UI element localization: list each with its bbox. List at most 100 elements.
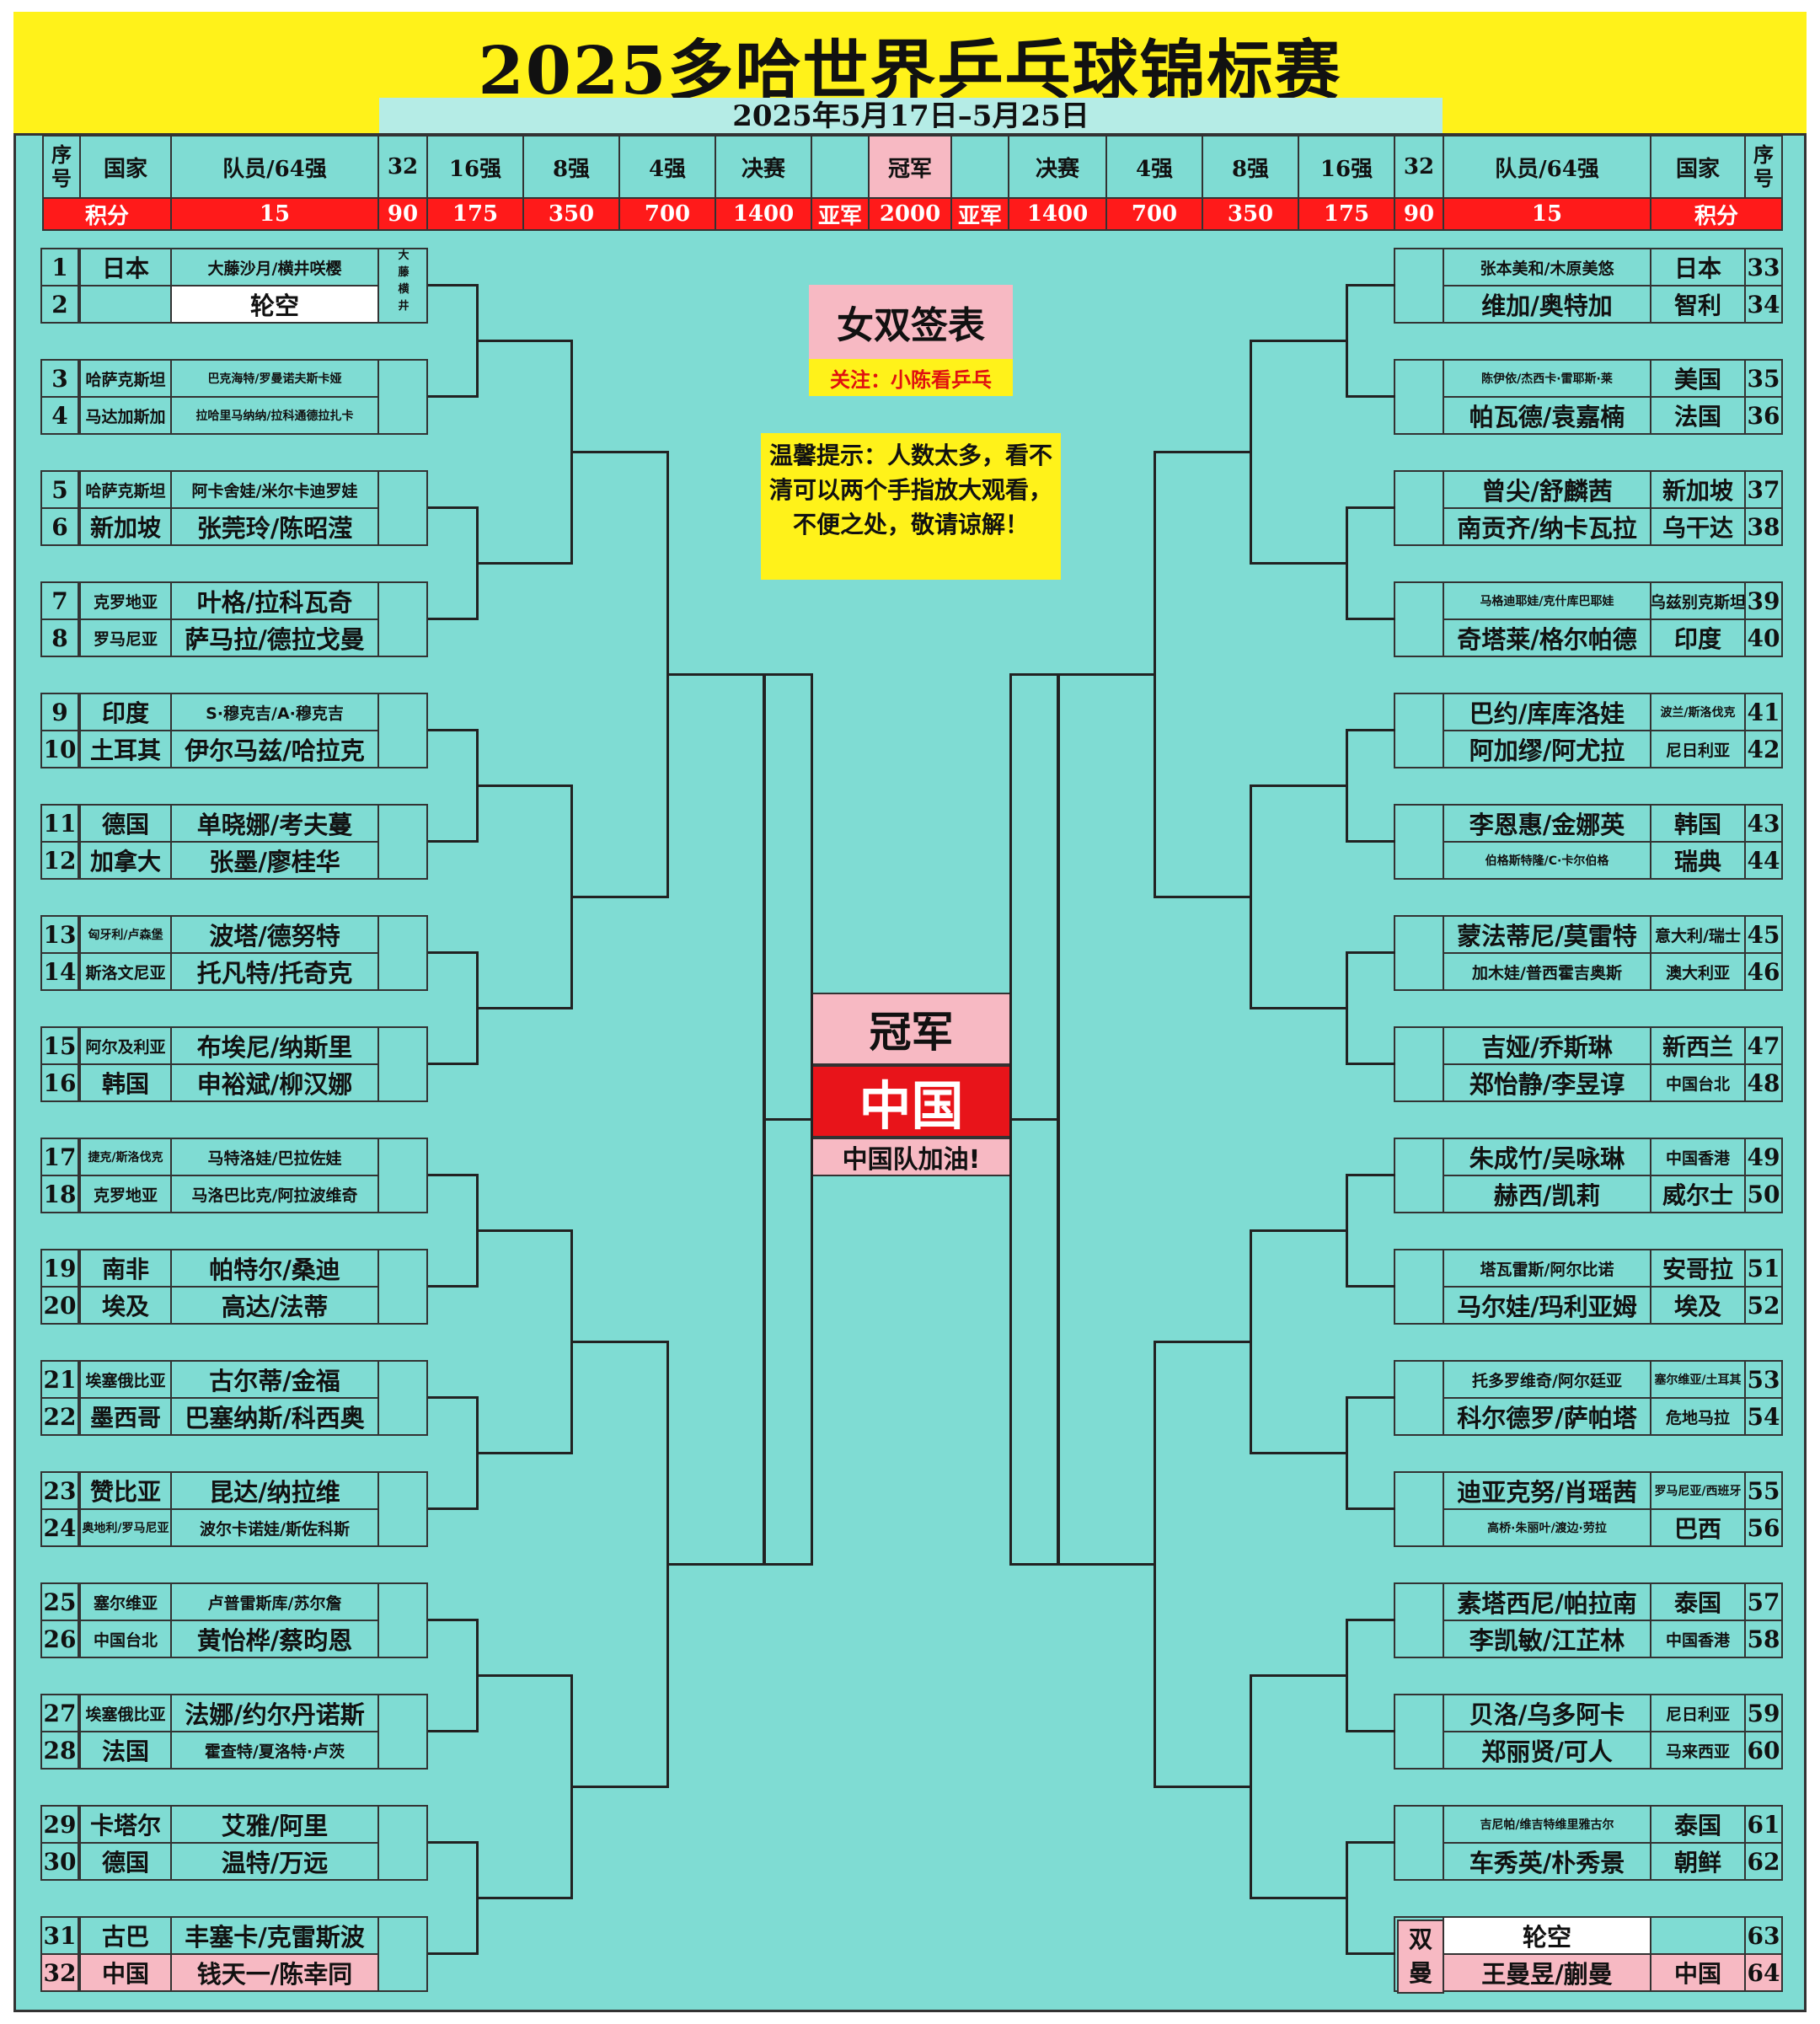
right-seq: 47: [1744, 1026, 1783, 1065]
left-country: 埃及: [79, 1286, 172, 1325]
left-seq: 27: [40, 1694, 79, 1732]
r32-winner-1: 大藤横井: [398, 249, 410, 313]
r32-box-right: [1394, 1694, 1444, 1770]
right-players: 科尔德罗/萨帕塔: [1443, 1397, 1651, 1436]
right-players: 迪亚克努/肖瑶茜: [1443, 1471, 1651, 1510]
right-seq: 51: [1744, 1249, 1783, 1288]
left-players: 艾雅/阿里: [170, 1805, 379, 1844]
bracket-line-right: [1250, 1674, 1252, 1899]
bracket-line-left: [428, 618, 477, 620]
right-seq: 34: [1744, 285, 1783, 324]
col-country-left: 国家: [79, 135, 172, 199]
right-country: 埃及: [1650, 1286, 1746, 1325]
bracket-line-right: [1058, 673, 1154, 676]
r32-box-right: [1394, 804, 1444, 880]
points-qf-left: 350: [522, 197, 620, 231]
r32-box-right: [1394, 581, 1444, 657]
left-seq: 12: [40, 841, 79, 880]
sf-line-left: [763, 673, 766, 1566]
left-players: 轮空: [170, 285, 379, 324]
bracket-line-right: [1346, 1619, 1395, 1621]
right-players: 张本美和/木原美悠: [1443, 248, 1651, 286]
left-country: 印度: [79, 693, 172, 731]
r32-box-left: [377, 1582, 428, 1658]
right-country: 中国: [1650, 1953, 1746, 1992]
right-country: 中国香港: [1650, 1138, 1746, 1176]
col-final-right: 决赛: [1008, 135, 1107, 199]
bracket-line-left: [477, 1674, 571, 1677]
left-players: 萨马拉/德拉戈曼: [170, 618, 379, 657]
bracket-line-right: [1346, 1396, 1348, 1510]
bracket-line-left: [667, 673, 763, 676]
champion-label: 冠军: [811, 993, 1011, 1065]
points-runner-up-right: 亚军: [950, 197, 1009, 231]
right-players: 郑怡静/李昱谆: [1443, 1063, 1651, 1102]
left-players: 马特洛娃/巴拉佐娃: [170, 1138, 379, 1176]
r32-box-left: [377, 1916, 428, 1992]
right-country: 智利: [1650, 285, 1746, 324]
left-seq: 6: [40, 507, 79, 546]
right-players: 李恩惠/金娜英: [1443, 804, 1651, 843]
right-country: 危地马拉: [1650, 1397, 1746, 1436]
right-players: 马格迪耶娃/克什库巴耶娃: [1443, 581, 1651, 620]
left-seq: 20: [40, 1286, 79, 1325]
right-country: 乌干达: [1650, 507, 1746, 546]
points-r16-right: 175: [1298, 197, 1395, 231]
bracket-line-left: [428, 395, 477, 398]
left-players: 法娜/约尔丹诺斯: [170, 1694, 379, 1732]
left-players: 丰塞卡/克雷斯波: [170, 1916, 379, 1955]
right-country: 朝鲜: [1650, 1842, 1746, 1881]
right-country: 乌兹别克斯坦: [1650, 581, 1746, 620]
right-seq: 52: [1744, 1286, 1783, 1325]
right-seq: 41: [1744, 693, 1783, 731]
bracket-line-right: [1346, 1285, 1395, 1288]
right-seq: 63: [1744, 1916, 1783, 1955]
points-r64-right: 15: [1443, 197, 1651, 231]
bracket-line-left: [571, 451, 667, 453]
left-seq: 25: [40, 1582, 79, 1621]
right-players: 吉尼帕/维吉特维里雅古尔: [1443, 1805, 1651, 1844]
bracket-line-left: [428, 1841, 477, 1844]
r32-box-left: [377, 1026, 428, 1102]
bracket-line-left: [428, 1396, 477, 1399]
right-players: 车秀英/朴秀景: [1443, 1842, 1651, 1881]
col-players-left: 队员/64强: [170, 135, 379, 199]
right-players: 帕瓦德/袁嘉楠: [1443, 396, 1651, 435]
left-seq: 30: [40, 1842, 79, 1881]
champion-name: 中国: [811, 1065, 1011, 1138]
r32-box-right: [1394, 1138, 1444, 1213]
r32-box-right: [1394, 693, 1444, 768]
left-seq: 14: [40, 952, 79, 991]
left-seq: 32: [40, 1953, 79, 1992]
right-country: 中国台北: [1650, 1063, 1746, 1102]
left-seq: 9: [40, 693, 79, 731]
right-players: 王曼昱/蒯曼: [1443, 1953, 1651, 1992]
col-blank-left: [811, 135, 870, 199]
r32-box-left: [377, 1360, 428, 1436]
right-country: 安哥拉: [1650, 1249, 1746, 1288]
right-seq: 49: [1744, 1138, 1783, 1176]
cheer-text: 中国队加油!: [811, 1138, 1011, 1176]
left-country: 中国: [79, 1953, 172, 1992]
left-country: 土耳其: [79, 730, 172, 768]
right-players: 托多罗维奇/阿尔廷亚: [1443, 1360, 1651, 1399]
bracket-line-right: [1346, 1730, 1395, 1732]
left-country: 南非: [79, 1249, 172, 1288]
points-runner-up-left: 亚军: [811, 197, 870, 231]
col-players-right: 队员/64强: [1443, 135, 1651, 199]
right-players: 阿加缪/阿尤拉: [1443, 730, 1651, 768]
bracket-line-right: [1250, 1674, 1346, 1677]
right-seq: 35: [1744, 359, 1783, 398]
bracket-line-right: [1346, 840, 1395, 843]
right-seq: 46: [1744, 952, 1783, 991]
right-seq: 33: [1744, 248, 1783, 286]
right-players: 郑丽贤/可人: [1443, 1731, 1651, 1770]
bracket-line-left: [428, 840, 477, 843]
left-seq: 1: [40, 248, 79, 286]
right-seq: 40: [1744, 618, 1783, 657]
right-players: 巴约/库库洛娃: [1443, 693, 1651, 731]
bracket-line-left: [428, 284, 477, 286]
left-players: 单晓娜/考夫蔓: [170, 804, 379, 843]
left-country: 阿尔及利亚: [79, 1026, 172, 1065]
bracket-line-right: [1346, 951, 1395, 954]
